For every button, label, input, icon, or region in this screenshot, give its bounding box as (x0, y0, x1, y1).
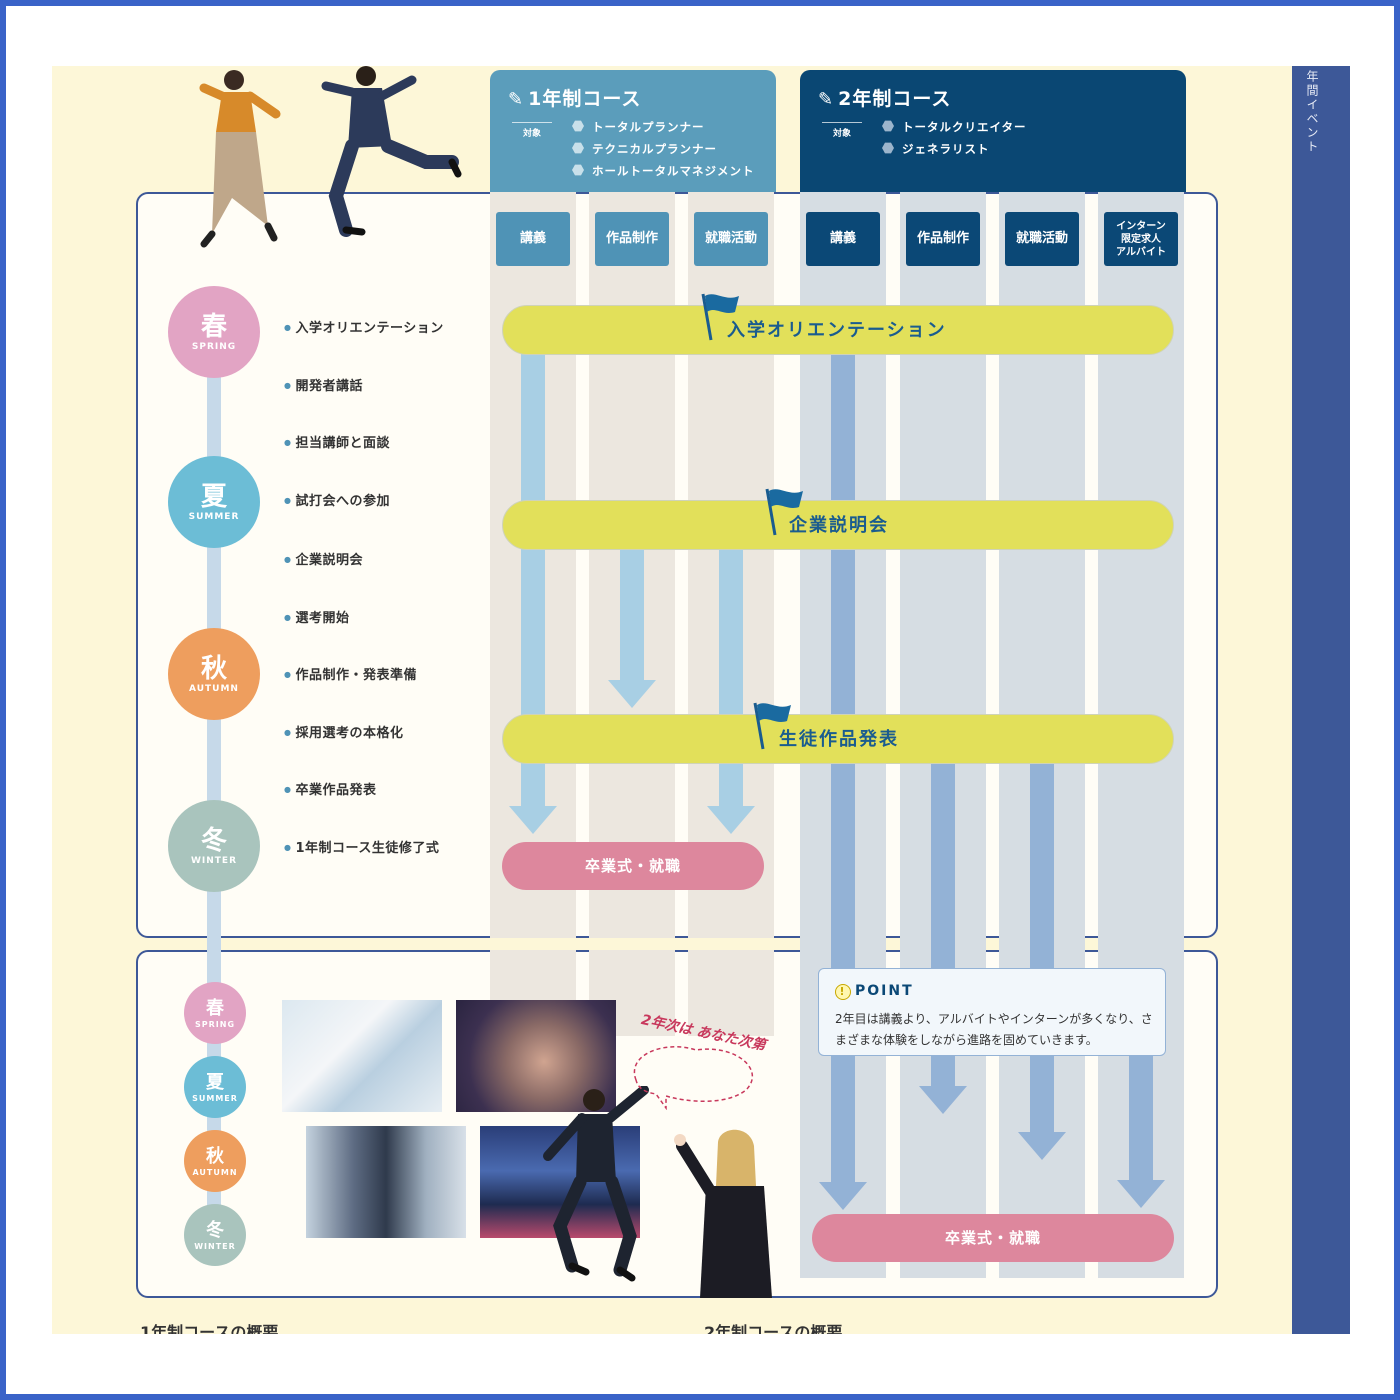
arrow-course1-production (620, 550, 644, 680)
target-label: 対象 (512, 122, 552, 139)
course-title-2year: ✎2年制コース (818, 84, 951, 111)
graduation-pill-year2: 卒業式・就職 (812, 1214, 1174, 1262)
hexagon-icon (882, 142, 894, 154)
lane-header-job: 就職活動 (694, 212, 768, 266)
hexagon-icon (882, 120, 894, 132)
speech-bubble-outline (633, 1046, 753, 1110)
point-callout: !POINT 2年目は講義より、アルバイトやインターンが多くなり、さまざまな体験… (818, 968, 1166, 1056)
point-body: 2年目は講義より、アルバイトやインターンが多くなり、さまざまな体験をしながら進路… (835, 1012, 1153, 1047)
overview-heading-2year: 2年制コースの概要 (704, 1324, 843, 1334)
target-list: トータルクリエイター ジェネラリスト (882, 116, 1027, 160)
year-event: 担当講師と面談 (284, 432, 390, 451)
season-kanji: 秋 (206, 1145, 224, 1167)
season-kanji: 冬 (206, 1219, 224, 1241)
lane-header-production: 作品制作 (906, 212, 980, 266)
side-tab-label: 年間イベント (1305, 70, 1319, 154)
season-en: SPRING (194, 1019, 236, 1029)
season-spring-year2: 春 SPRING (184, 982, 246, 1044)
lane-header-lecture: 講義 (806, 212, 880, 266)
lane-header-intern: インターン限定求人アルバイト (1104, 212, 1178, 266)
target-text: テクニカルプランナー (592, 142, 717, 156)
season-en: AUTUMN (189, 684, 239, 694)
event-pill-company-briefing: 企業説明会 (502, 488, 1174, 550)
season-kanji: 秋 (200, 654, 227, 684)
hexagon-icon (572, 142, 584, 154)
season-autumn: 秋 AUTUMN (168, 628, 260, 720)
season-kanji: 夏 (200, 482, 227, 512)
target-item: テクニカルプランナー (572, 138, 755, 160)
season-kanji: 春 (206, 997, 224, 1019)
event-label: 生徒作品発表 (779, 729, 899, 750)
arrow-course2-job (1030, 760, 1054, 1132)
course-title-text: 2年制コース (838, 88, 952, 110)
year-event: 開発者講話 (284, 375, 363, 394)
photo-presentation (282, 1000, 442, 1112)
point-title: !POINT (835, 983, 914, 1000)
lane-header-job: 就職活動 (1005, 212, 1079, 266)
target-text: ホールトータルマネジメント (592, 164, 755, 178)
celebrating-students-image (543, 1086, 772, 1298)
season-en: WINTER (190, 856, 238, 866)
pencil-icon: ✎ (818, 89, 835, 110)
year-event: 採用選考の本格化 (284, 722, 404, 741)
lane-course1-job-lower (688, 950, 774, 1036)
season-winter-year2: 冬 WINTER (184, 1204, 246, 1266)
target-item: ホールトータルマネジメント (572, 160, 755, 182)
event-label: 企業説明会 (789, 515, 889, 536)
flag-icon (701, 293, 739, 341)
point-title-text: POINT (855, 983, 914, 999)
season-kanji: 冬 (200, 826, 227, 856)
season-en: SUMMER (188, 512, 240, 522)
event-pill-orientation: 入学オリエンテーション (502, 293, 1174, 355)
exclamation-icon: ! (835, 984, 851, 1000)
year-event: 選考開始 (284, 607, 350, 626)
target-text: トータルプランナー (592, 120, 705, 134)
graduation-pill-year1: 卒業式・就職 (502, 842, 764, 890)
side-tab-annual-events[interactable]: 年間イベント (1292, 66, 1350, 1334)
lane-header-lecture: 講義 (496, 212, 570, 266)
arrow-course2-intern (1129, 1050, 1153, 1180)
photo-job-hunting (306, 1126, 466, 1238)
course-header-2year: ✎2年制コース 対象 トータルクリエイター ジェネラリスト (800, 70, 1186, 192)
target-label: 対象 (822, 122, 862, 139)
hexagon-icon (572, 164, 584, 176)
target-text: ジェネラリスト (902, 142, 990, 156)
season-summer-year2: 夏 SUMMER (184, 1056, 246, 1118)
lane-header-production: 作品制作 (595, 212, 669, 266)
season-winter: 冬 WINTER (168, 800, 260, 892)
arrow-course1-job (719, 550, 743, 806)
flag-icon (765, 488, 803, 536)
year-event: 1年制コース生徒修了式 (284, 837, 439, 856)
year-event: 試打会への参加 (284, 490, 390, 509)
target-item: トータルプランナー (572, 116, 755, 138)
event-label: 入学オリエンテーション (727, 320, 947, 341)
target-text: トータルクリエイター (902, 120, 1027, 134)
season-spring: 春 SPRING (168, 286, 260, 378)
flag-icon (753, 702, 791, 750)
season-en: AUTUMN (192, 1167, 238, 1177)
hexagon-icon (572, 120, 584, 132)
season-en: SUMMER (192, 1093, 238, 1103)
season-en: WINTER (194, 1241, 236, 1251)
year-event: 作品制作・発表準備 (284, 664, 417, 683)
event-pill-student-works: 生徒作品発表 (502, 702, 1174, 764)
season-en: SPRING (191, 342, 237, 352)
course-title-1year: ✎1年制コース (508, 84, 641, 111)
jumping-students-image (199, 66, 462, 248)
season-autumn-year2: 秋 AUTUMN (184, 1130, 246, 1192)
target-item: トータルクリエイター (882, 116, 1027, 138)
target-item: ジェネラリスト (882, 138, 1027, 160)
season-kanji: 春 (200, 312, 227, 342)
overview-heading-1year: 1年制コースの概要 (140, 1324, 279, 1334)
season-kanji: 夏 (206, 1071, 224, 1093)
year-event: 卒業作品発表 (284, 779, 377, 798)
year-event: 企業説明会 (284, 549, 363, 568)
year-event: 入学オリエンテーション (284, 317, 444, 336)
course-title-text: 1年制コース (528, 88, 642, 110)
target-list: トータルプランナー テクニカルプランナー ホールトータルマネジメント (572, 116, 755, 182)
pencil-icon: ✎ (508, 89, 525, 110)
season-summer: 夏 SUMMER (168, 456, 260, 548)
course-header-1year: ✎1年制コース 対象 トータルプランナー テクニカルプランナー ホールトータルマ… (490, 70, 776, 192)
